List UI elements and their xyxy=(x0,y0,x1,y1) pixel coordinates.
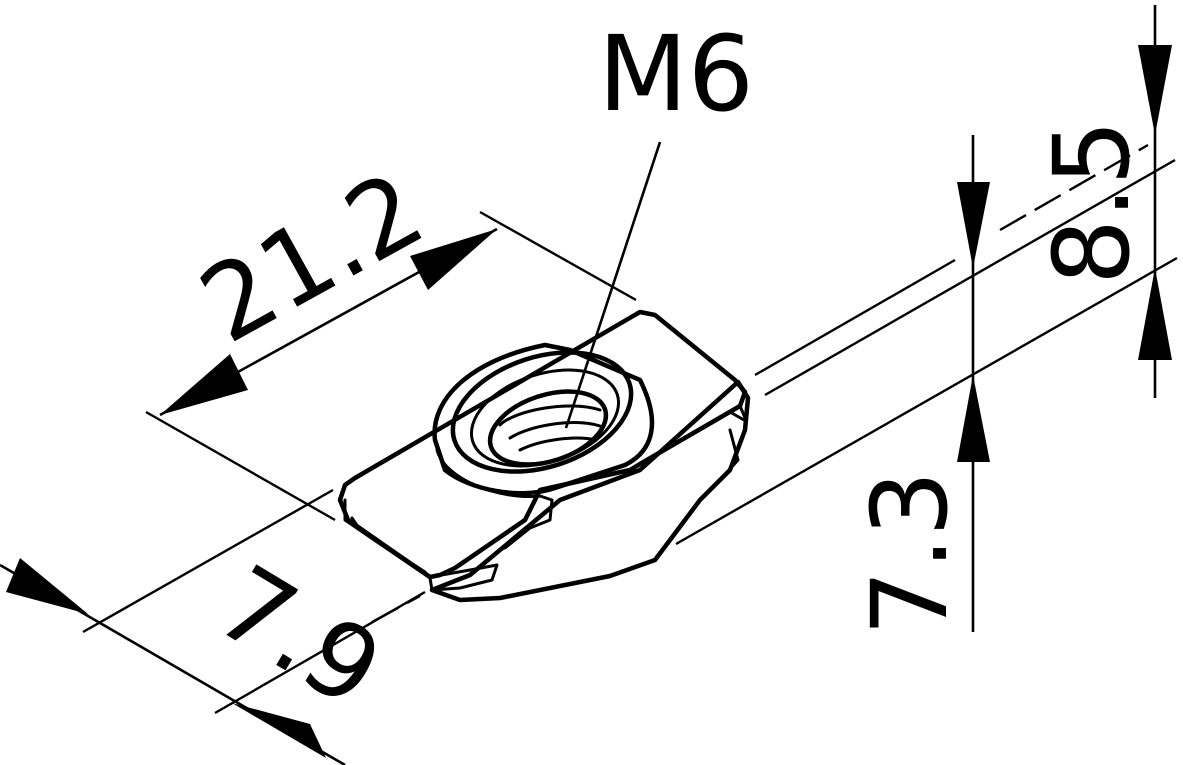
height-total-ext-bottom xyxy=(675,256,1178,546)
width-arrow-top xyxy=(6,558,88,614)
height-total-label: 7.3 xyxy=(849,471,971,636)
thread-ring-3 xyxy=(518,436,598,452)
thread-leader-line xyxy=(564,141,662,429)
thread-hole-inner xyxy=(487,389,609,467)
nut-left-step-2 xyxy=(350,516,427,574)
width-ext-dash xyxy=(371,594,421,624)
thread-callout: M6 xyxy=(564,13,754,429)
width-arrow-bottom xyxy=(232,703,326,758)
thread-hole-outer xyxy=(450,350,634,474)
height-total-ext-mid xyxy=(754,258,956,377)
height-upper-arrow-top xyxy=(1138,45,1172,135)
nut-top-face xyxy=(337,309,748,580)
length-ext-line-right xyxy=(479,210,637,302)
length-arrow-left xyxy=(160,354,248,415)
nut-right-end-2 xyxy=(638,410,746,466)
length-arrow-right xyxy=(410,229,497,290)
nut-side-face xyxy=(429,379,751,603)
nut-right-end xyxy=(733,378,750,422)
thread-ring-2 xyxy=(508,421,602,440)
height-upper-arrow-bottom xyxy=(1138,268,1172,360)
nut-boss-sweep xyxy=(435,448,554,550)
thread-ring-1 xyxy=(498,404,602,427)
slot-nut-part xyxy=(337,309,751,603)
dimension-height-total: 7.3 xyxy=(675,135,1178,636)
height-total-arrow-top xyxy=(957,182,990,268)
nut-front-edge xyxy=(428,563,499,592)
width-ext-line-top xyxy=(82,488,334,634)
nut-right-lower xyxy=(718,428,740,482)
height-upper-ext-dash xyxy=(999,143,1149,232)
dimension-height-upper: 8.5 xyxy=(999,5,1172,398)
width-label: 7.9 xyxy=(197,542,402,732)
thread-label: M6 xyxy=(598,13,754,135)
height-upper-label: 8.5 xyxy=(1031,120,1153,285)
length-label: 21.2 xyxy=(181,148,443,367)
height-total-arrow-bottom xyxy=(957,375,990,462)
length-ext-line-left xyxy=(145,410,336,522)
nut-left-step xyxy=(343,498,434,592)
height-total-ext-top xyxy=(764,158,1176,397)
nut-boss xyxy=(432,342,655,496)
